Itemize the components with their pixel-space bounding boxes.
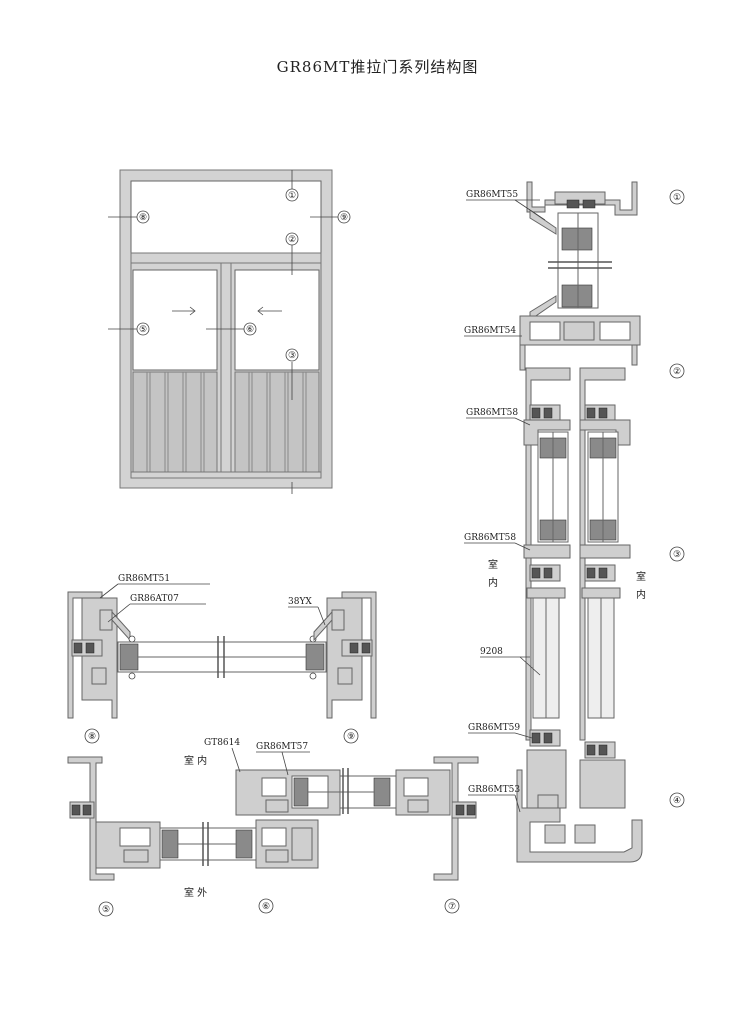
label-indoor: 室 内 — [184, 754, 207, 767]
label-gr86mt54: GR86MT54 — [464, 326, 516, 336]
label-gr86mt58-upper: GR86MT58 — [466, 408, 518, 418]
elev-marker-3: ③ — [288, 351, 296, 361]
label-gr86mt58-lower: GR86MT58 — [464, 533, 516, 543]
label-gr86mt51: GR86MT51 — [118, 574, 170, 584]
vsec-marker-4: ④ — [673, 796, 681, 806]
elev-marker-9: ⑨ — [340, 213, 348, 223]
label-gr86mt55: GR86MT55 — [466, 190, 518, 200]
right-sash-glass — [234, 269, 320, 371]
jamb-section: GR86MT51 GR86AT07 38YX ⑧ ⑨ — [67, 574, 377, 744]
vsec-marker-2: ② — [673, 367, 681, 377]
left-sash-glass — [132, 269, 218, 371]
label-gr86mt59: GR86MT59 — [468, 723, 520, 733]
label-gr86mt53: GR86MT53 — [468, 785, 520, 795]
hsec-marker-5: ⑤ — [102, 905, 110, 915]
indoor-left-2: 内 — [488, 576, 498, 589]
jamb-marker-8: ⑧ — [88, 732, 96, 742]
elev-marker-2: ② — [288, 235, 296, 245]
label-outdoor: 室 外 — [184, 886, 207, 899]
bottom-rail — [130, 471, 322, 479]
label-9208: 9208 — [480, 647, 503, 657]
hsec-marker-7: ⑦ — [448, 902, 456, 912]
label-gr86at07: GR86AT07 — [130, 594, 179, 604]
vertical-section: GR86MT55 GR86MT54 GR86MT58 GR86MT58 9208… — [464, 181, 685, 863]
jamb-marker-9: ⑨ — [347, 732, 355, 742]
label-gt8614: GT8614 — [204, 738, 240, 748]
label-gr86mt57: GR86MT57 — [256, 742, 308, 752]
bottom-frame-profile — [516, 769, 643, 863]
right-sash-section — [579, 367, 631, 809]
label-38yx: 38YX — [288, 597, 312, 607]
slide-arrows — [172, 306, 282, 316]
indoor-right-1: 室 — [636, 570, 646, 583]
top-frame-profile — [526, 181, 638, 216]
hsec-marker-6: ⑥ — [262, 902, 270, 912]
elev-marker-6: ⑥ — [246, 325, 254, 335]
panel-grooves — [146, 372, 307, 472]
meeting-stile — [220, 262, 232, 479]
door-elevation: ① ② ③ ⑤ ⑥ ⑧ ⑨ — [108, 169, 351, 494]
elev-marker-8: ⑧ — [139, 213, 147, 223]
elev-marker-1: ① — [288, 191, 296, 201]
left-sash-section — [523, 367, 571, 810]
page-title: GR86MT推拉门系列结构图 — [276, 58, 479, 76]
indoor-left-1: 室 — [488, 558, 498, 571]
vsec-marker-3: ③ — [673, 550, 681, 560]
vsec-marker-1: ① — [673, 193, 681, 203]
indoor-right-2: 内 — [636, 588, 646, 601]
horizontal-section: GT8614 GR86MT57 室 内 室 外 ⑤ ⑥ ⑦ — [67, 738, 479, 917]
transom-bar — [130, 252, 322, 264]
elev-marker-5: ⑤ — [139, 325, 147, 335]
